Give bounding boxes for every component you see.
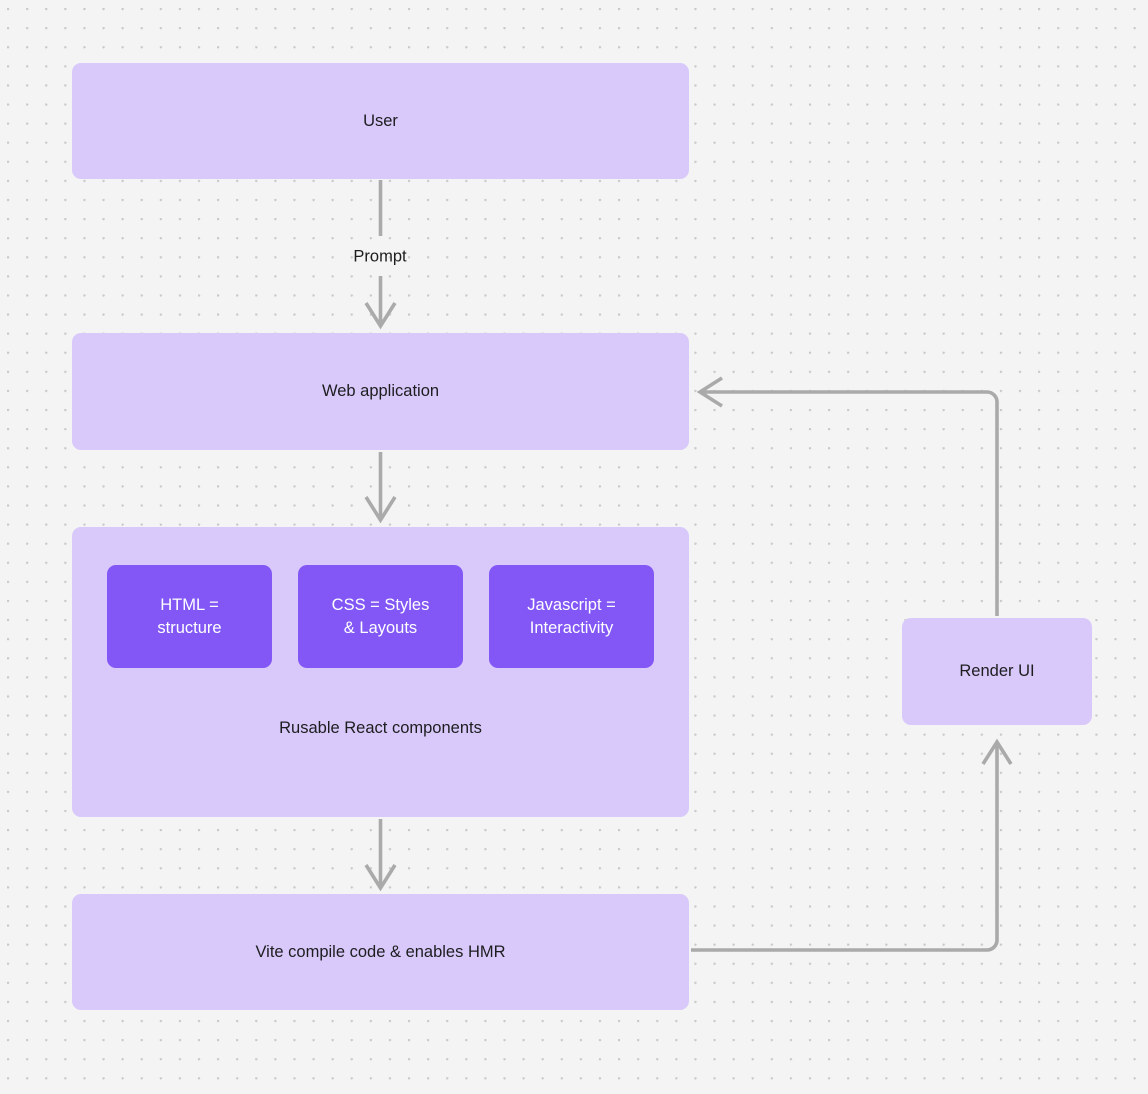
chip-html-line2: structure <box>157 618 222 637</box>
node-render-ui-label: Render UI <box>959 662 1035 681</box>
chip-css-line2: & Layouts <box>343 618 418 637</box>
chip-html-line1: HTML = <box>160 596 219 615</box>
chip-javascript[interactable]: Javascript = Interactivity <box>489 565 654 668</box>
edge-webapp-to-react <box>364 452 397 524</box>
react-chip-row: HTML = structure CSS = Styles & Layouts … <box>72 565 689 668</box>
edge-render-to-webapp <box>696 376 999 616</box>
edge-react-to-vite <box>364 819 397 892</box>
node-render-ui[interactable]: Render UI <box>902 618 1092 725</box>
node-user[interactable]: User <box>72 63 689 179</box>
edge-label-prompt: Prompt <box>353 247 407 266</box>
chip-javascript-line1: Javascript = <box>527 596 616 615</box>
chip-html[interactable]: HTML = structure <box>107 565 272 668</box>
node-web-application[interactable]: Web application <box>72 333 689 450</box>
node-vite-label: Vite compile code & enables HMR <box>255 942 506 961</box>
node-react-container[interactable]: HTML = structure CSS = Styles & Layouts … <box>72 527 689 817</box>
chip-css-label: CSS = Styles & Layouts <box>332 594 430 639</box>
node-web-application-label: Web application <box>321 382 440 401</box>
chip-javascript-line2: Interactivity <box>529 618 614 637</box>
chip-css[interactable]: CSS = Styles & Layouts <box>298 565 463 668</box>
chip-javascript-label: Javascript = Interactivity <box>527 594 616 639</box>
edge-vite-to-render <box>691 738 1013 952</box>
chip-html-label: HTML = structure <box>157 594 221 639</box>
node-user-label: User <box>363 111 398 130</box>
react-container-caption: Rusable React components <box>279 719 482 737</box>
chip-css-line1: CSS = Styles <box>331 596 430 615</box>
node-vite[interactable]: Vite compile code & enables HMR <box>72 894 689 1010</box>
